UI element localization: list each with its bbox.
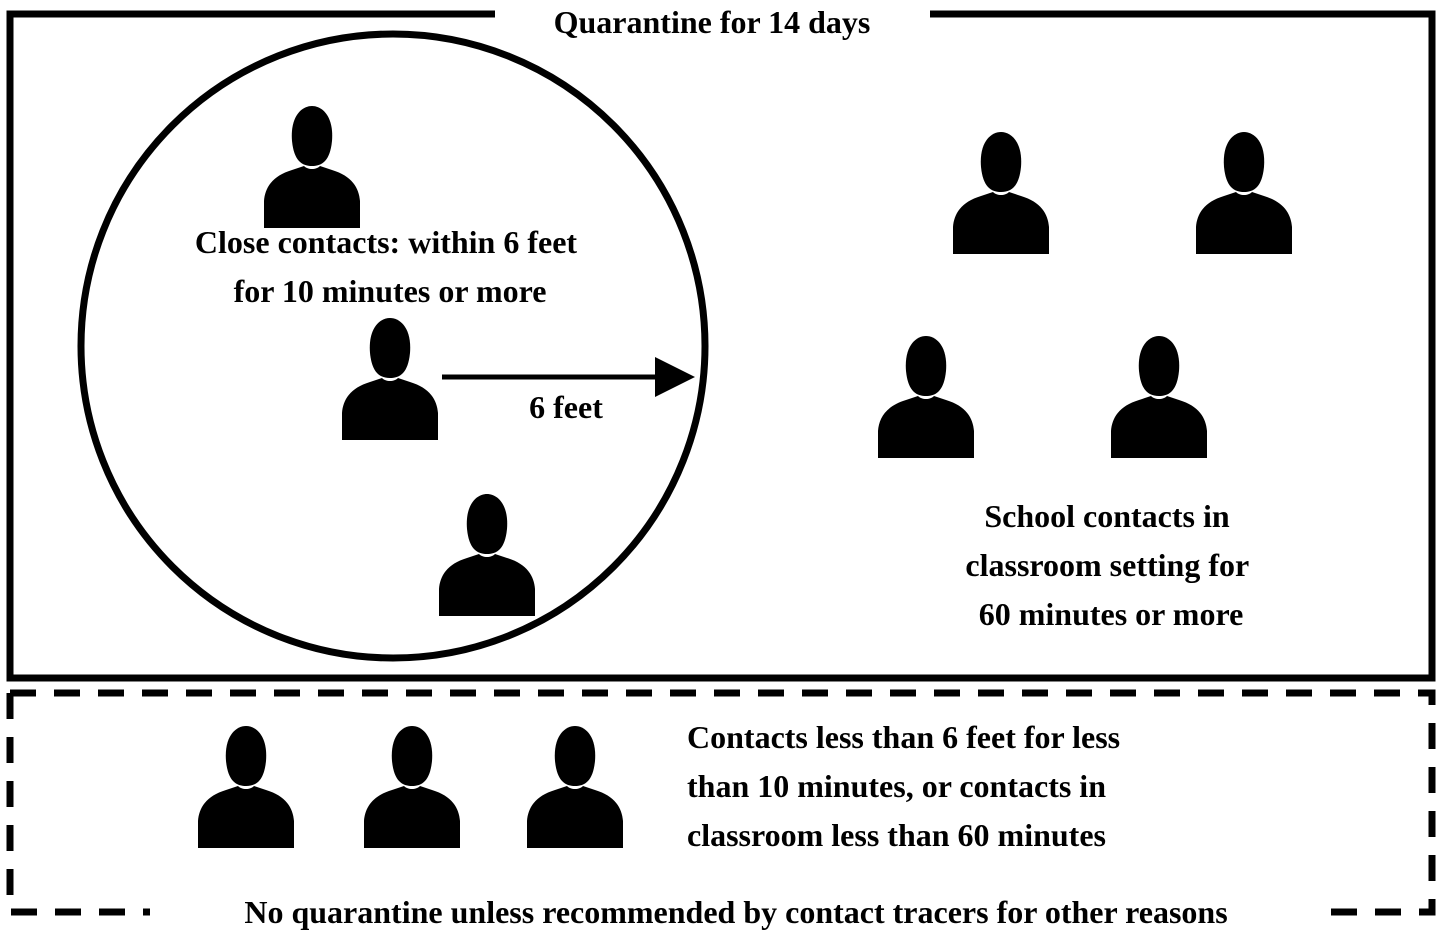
no-quarantine-contacts-group	[198, 726, 623, 848]
quarantine-title: Quarantine for 14 days	[554, 4, 871, 40]
close-contacts-label: Close contacts: within 6 feet for 10 min…	[195, 224, 585, 309]
person-icon	[439, 494, 535, 616]
person-icon	[364, 726, 460, 848]
person-icon	[198, 726, 294, 848]
distance-label: 6 feet	[529, 389, 603, 425]
person-icon	[342, 318, 438, 440]
no-quarantine-contacts-label: Contacts less than 6 feet for less than …	[687, 719, 1128, 853]
person-icon	[527, 726, 623, 848]
no-quarantine-title: No quarantine unless recommended by cont…	[244, 894, 1227, 930]
school-contacts-label: School contacts in classroom setting for…	[965, 498, 1256, 632]
close-contacts-group	[264, 106, 535, 616]
person-icon	[953, 132, 1049, 254]
close-contact-circle	[77, 30, 709, 662]
person-icon	[264, 106, 360, 228]
person-icon	[1111, 336, 1207, 458]
no-quarantine-box	[6, 689, 1436, 916]
person-icon	[1196, 132, 1292, 254]
person-icon	[878, 336, 974, 458]
quarantine-box	[6, 10, 1436, 682]
school-contacts-group	[878, 132, 1292, 458]
